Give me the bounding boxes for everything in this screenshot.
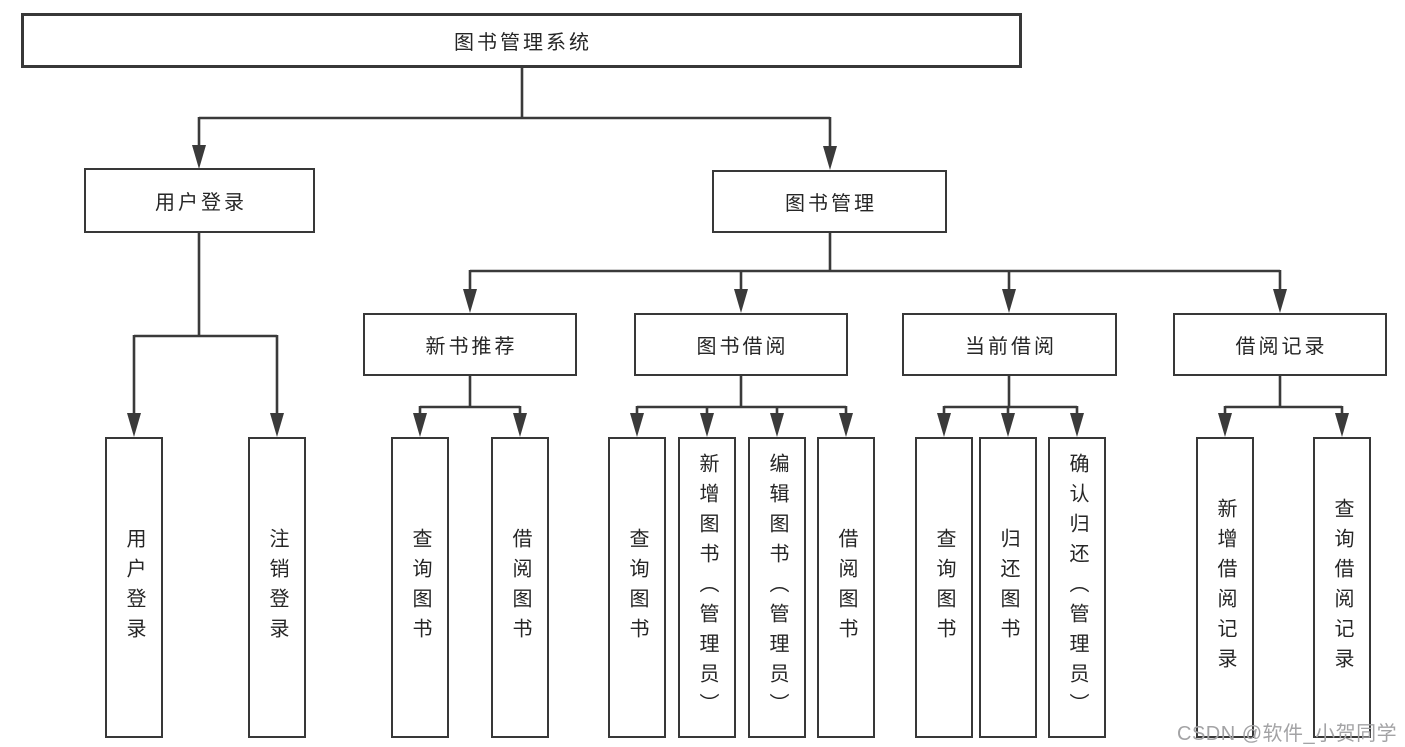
- leaf-label: 确认归还（管理员）: [1066, 452, 1088, 723]
- leaf-label: 借阅图书: [835, 527, 857, 648]
- leaf-label: 归还图书: [997, 527, 1019, 648]
- node-user-login: 用户登录: [84, 168, 315, 233]
- leaf-query-books-2: 查询图书: [608, 437, 666, 738]
- leaf-label: 注销登录: [266, 527, 288, 648]
- leaf-query-books-1: 查询图书: [391, 437, 449, 738]
- leaf-query-borrow-record: 查询借阅记录: [1313, 437, 1371, 738]
- leaf-add-book-admin: 新增图书（管理员）: [678, 437, 736, 738]
- watermark: CSDN @软件_小贺同学: [1177, 723, 1398, 745]
- leaf-return-book: 归还图书: [979, 437, 1037, 738]
- leaf-edit-book-admin: 编辑图书（管理员）: [748, 437, 806, 738]
- leaf-label: 新增图书（管理员）: [696, 452, 718, 723]
- node-new-book-recommend: 新书推荐: [363, 313, 577, 376]
- node-borrow-records: 借阅记录: [1173, 313, 1387, 376]
- leaf-user-login: 用户登录: [105, 437, 163, 738]
- leaf-label: 查询借阅记录: [1331, 497, 1353, 678]
- leaf-logout: 注销登录: [248, 437, 306, 738]
- node-system-root: 图书管理系统: [21, 13, 1022, 68]
- leaf-add-borrow-record: 新增借阅记录: [1196, 437, 1254, 738]
- leaf-label: 查询图书: [933, 527, 955, 648]
- leaf-label: 借阅图书: [509, 527, 531, 648]
- node-current-borrow: 当前借阅: [902, 313, 1117, 376]
- leaf-confirm-return-admin: 确认归还（管理员）: [1048, 437, 1106, 738]
- node-book-management: 图书管理: [712, 170, 947, 233]
- leaf-borrow-books-2: 借阅图书: [817, 437, 875, 738]
- node-book-borrow: 图书借阅: [634, 313, 848, 376]
- leaf-borrow-books-1: 借阅图书: [491, 437, 549, 738]
- leaf-label: 用户登录: [123, 527, 145, 648]
- leaf-label: 编辑图书（管理员）: [766, 452, 788, 723]
- leaf-label: 新增借阅记录: [1214, 497, 1236, 678]
- leaf-label: 查询图书: [409, 527, 431, 648]
- leaf-label: 查询图书: [626, 527, 648, 648]
- leaf-query-books-3: 查询图书: [915, 437, 973, 738]
